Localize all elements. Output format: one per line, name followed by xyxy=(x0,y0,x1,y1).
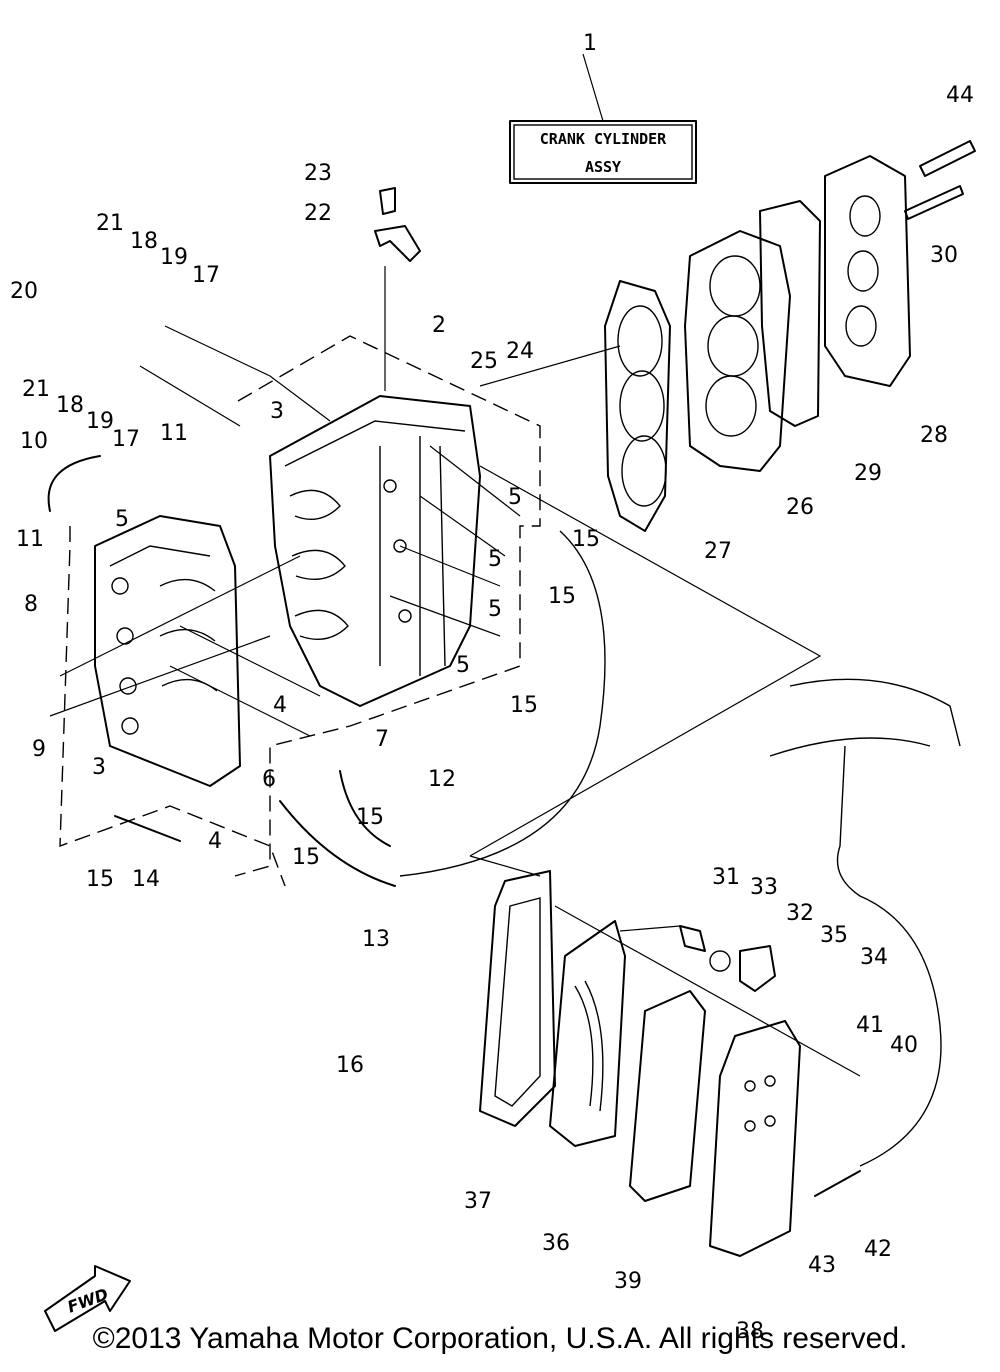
callout-38: 38 xyxy=(736,1319,764,1344)
callout-40: 40 xyxy=(890,1033,918,1058)
title-line-1: CRANK CYLINDER xyxy=(540,130,667,148)
callout-3-upper: 3 xyxy=(270,399,284,424)
exhaust-inner-cover-36 xyxy=(549,920,626,1147)
callout-15-a: 15 xyxy=(572,527,600,552)
pipe-outline xyxy=(836,745,942,1167)
callout-18-upper: 18 xyxy=(130,229,158,254)
callout-44: 44 xyxy=(946,83,974,108)
thermostat-gasket xyxy=(709,950,731,972)
callout-33: 33 xyxy=(750,875,778,900)
head-bolt xyxy=(904,185,964,220)
cylinder-head xyxy=(684,230,791,472)
callout-9: 9 xyxy=(32,737,46,762)
callout-5-a: 5 xyxy=(115,507,129,532)
bracket-bolt xyxy=(379,187,396,215)
hose-12 xyxy=(339,770,391,847)
callout-11-lower: 11 xyxy=(16,527,44,552)
callout-42: 42 xyxy=(864,1237,892,1262)
callout-43: 43 xyxy=(808,1253,836,1278)
callout-19-upper: 19 xyxy=(160,245,188,270)
hose-13 xyxy=(279,800,396,887)
callout-19-lower: 19 xyxy=(86,409,114,434)
callout-15-b: 15 xyxy=(548,584,576,609)
callout-12: 12 xyxy=(428,767,456,792)
callout-14: 14 xyxy=(132,867,160,892)
callout-4-upper: 4 xyxy=(273,693,287,718)
callout-3-lower: 3 xyxy=(92,755,106,780)
callout-27: 27 xyxy=(704,539,732,564)
callout-28: 28 xyxy=(920,423,948,448)
callout-7: 7 xyxy=(375,727,389,752)
callout-1: 1 xyxy=(583,31,597,56)
callout-22: 22 xyxy=(304,201,332,226)
callout-36: 36 xyxy=(542,1231,570,1256)
callout-17-lower: 17 xyxy=(112,427,140,452)
bracket xyxy=(374,225,421,262)
water-pipe xyxy=(399,530,606,877)
callout-25: 25 xyxy=(470,349,498,374)
callout-5-e: 5 xyxy=(456,653,470,678)
callout-2: 2 xyxy=(432,313,446,338)
callout-29: 29 xyxy=(854,461,882,486)
callout-26: 26 xyxy=(786,495,814,520)
title-line-2: ASSY xyxy=(585,158,621,176)
callout-18-lower: 18 xyxy=(56,393,84,418)
exhaust-outer-cover-38 xyxy=(709,1020,801,1257)
callout-21-upper: 21 xyxy=(96,211,124,236)
thermostat xyxy=(679,925,706,952)
hose-42 xyxy=(814,1170,861,1197)
hose-10 xyxy=(47,455,101,512)
callout-5-d: 5 xyxy=(488,597,502,622)
exhaust-gasket-39 xyxy=(629,990,706,1202)
spark-plug xyxy=(919,140,976,177)
callout-23: 23 xyxy=(304,161,332,186)
callout-17-upper: 17 xyxy=(192,263,220,288)
callout-6: 6 xyxy=(262,767,276,792)
callout-31: 31 xyxy=(712,865,740,890)
callout-numbers: 1 2 3 3 4 4 5 5 5 5 5 6 7 8 9 10 11 11 1… xyxy=(10,31,974,1344)
hose-14 xyxy=(114,815,181,842)
head-cover xyxy=(824,155,911,387)
callout-4-lower: 4 xyxy=(208,829,222,854)
assembly-boundary xyxy=(234,335,541,877)
callout-11-upper: 11 xyxy=(160,421,188,446)
callout-5-c: 5 xyxy=(488,547,502,572)
callout-32: 32 xyxy=(786,901,814,926)
head-cover-gasket xyxy=(759,200,821,427)
callout-15-f: 15 xyxy=(86,867,114,892)
head-gasket xyxy=(604,280,671,532)
crankcase xyxy=(94,515,241,787)
callout-5-b: 5 xyxy=(508,485,522,510)
callout-13: 13 xyxy=(362,927,390,952)
title-box: CRANK CYLINDER ASSY xyxy=(509,53,697,184)
callout-24: 24 xyxy=(506,339,534,364)
callout-8: 8 xyxy=(24,592,38,617)
callout-35: 35 xyxy=(820,923,848,948)
callout-15-d: 15 xyxy=(356,805,384,830)
callout-16: 16 xyxy=(336,1053,364,1078)
callout-10: 10 xyxy=(20,429,48,454)
hull-outline xyxy=(789,678,961,747)
callout-20: 20 xyxy=(10,279,38,304)
callout-15-e: 15 xyxy=(292,845,320,870)
callout-30: 30 xyxy=(930,243,958,268)
copyright-notice: ©2013 Yamaha Motor Corporation, U.S.A. A… xyxy=(92,1322,908,1355)
callout-41: 41 xyxy=(856,1013,884,1038)
exhaust-gasket-37 xyxy=(479,870,556,1127)
crankcase-boundary xyxy=(59,526,286,887)
callout-37: 37 xyxy=(464,1189,492,1214)
callout-15-c: 15 xyxy=(510,693,538,718)
cylinder-block xyxy=(269,395,481,707)
callout-34: 34 xyxy=(860,945,888,970)
callout-39: 39 xyxy=(614,1269,642,1294)
thermostat-cover xyxy=(739,945,776,992)
callout-21-lower: 21 xyxy=(22,377,50,402)
